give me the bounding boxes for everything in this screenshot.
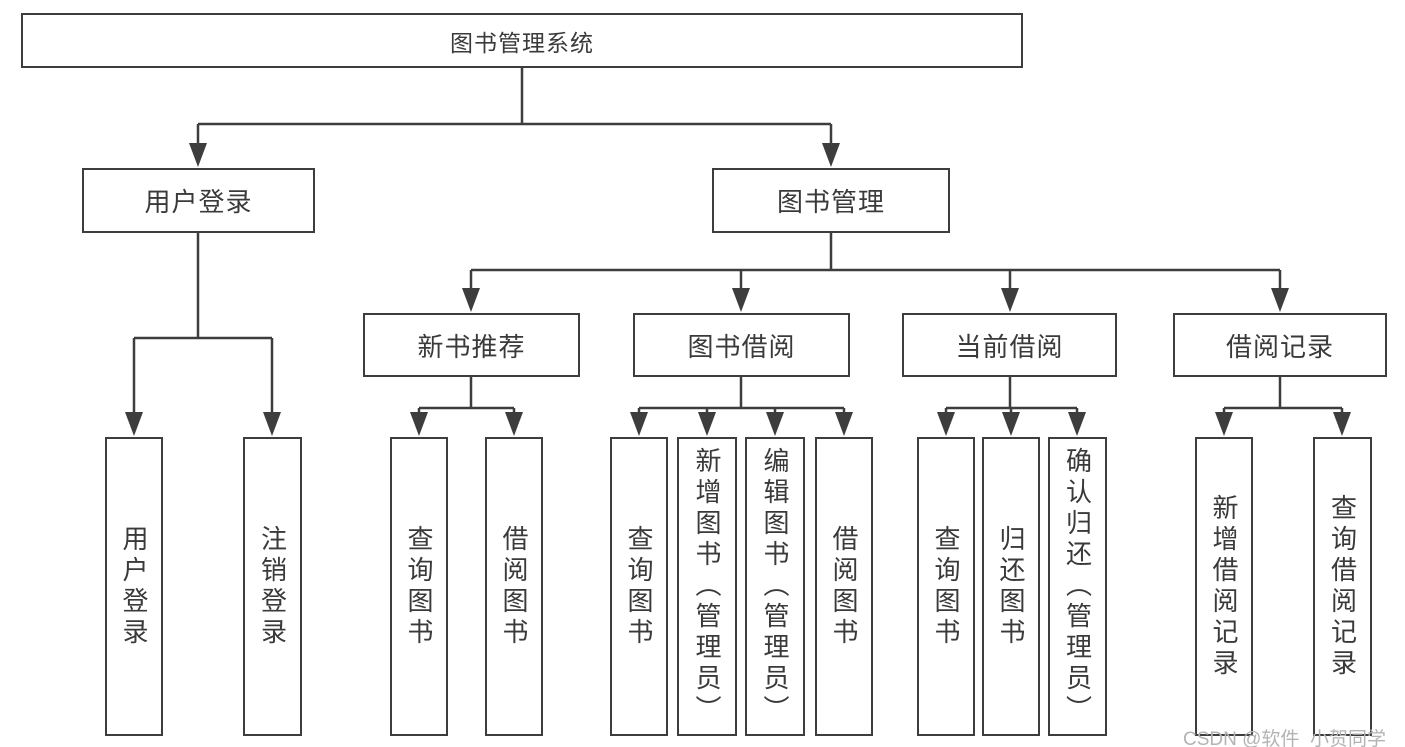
leaf-add-borrow-record: 新增借阅记录 <box>1195 437 1253 736</box>
leaf-label: 注销登录 <box>257 524 288 649</box>
watermark: CSDN @软件_小贺同学 <box>1183 729 1386 747</box>
arrowhead-icon <box>1002 412 1020 436</box>
node-label: 用户登录 <box>144 187 253 217</box>
arrowhead-icon <box>410 412 428 436</box>
leaf-query-borrow-record: 查询借阅记录 <box>1313 437 1372 736</box>
leaf-label: 确认归还（管理员） <box>1062 447 1093 726</box>
leaf-edit-books-admin: 编辑图书（管理员） <box>745 437 805 736</box>
arrowhead-icon <box>766 412 784 436</box>
node-label: 图书管理系统 <box>450 29 594 56</box>
arrowhead-icon <box>505 412 523 436</box>
node-borrow-records: 借阅记录 <box>1173 313 1387 377</box>
node-label: 图书管理 <box>776 187 885 217</box>
arrowhead-icon <box>1215 412 1233 436</box>
arrowhead-icon <box>462 288 480 312</box>
connector-current-borrow <box>944 377 1079 414</box>
node-new-book-recommend: 新书推荐 <box>363 313 580 377</box>
arrowhead-icon <box>937 412 955 436</box>
connector-borrow-records <box>1222 377 1344 414</box>
leaf-confirm-return-admin: 确认归还（管理员） <box>1048 437 1107 736</box>
arrowhead-icon <box>630 412 648 436</box>
node-label: 借阅记录 <box>1225 331 1334 362</box>
arrowhead-icon <box>822 143 840 167</box>
arrowhead-icon <box>189 143 207 167</box>
leaf-query-books-recommend: 查询图书 <box>390 437 448 736</box>
leaf-add-books-admin: 新增图书（管理员） <box>677 437 737 736</box>
leaf-borrow-books: 借阅图书 <box>815 437 873 736</box>
arrowhead-icon <box>1068 412 1086 436</box>
arrowhead-icon <box>1333 412 1351 436</box>
leaf-query-books-current: 查询图书 <box>917 437 975 736</box>
leaf-label: 编辑图书（管理员） <box>760 447 790 726</box>
leaf-label: 查询图书 <box>931 524 961 649</box>
leaf-borrow-books-recommend: 借阅图书 <box>485 437 543 736</box>
connector-new-book-recommend <box>417 377 516 414</box>
connector-book-borrow <box>637 377 846 414</box>
connector-book-management-to-level3 <box>469 232 1282 290</box>
connector-root-to-level2 <box>196 68 833 150</box>
arrowhead-icon <box>125 412 143 436</box>
leaf-label: 借阅图书 <box>499 524 529 649</box>
leaf-label: 借阅图书 <box>829 524 859 649</box>
leaf-return-books: 归还图书 <box>982 437 1040 736</box>
leaf-query-books-borrow: 查询图书 <box>610 437 668 736</box>
node-current-borrow: 当前借阅 <box>902 313 1117 377</box>
leaf-label: 查询图书 <box>624 524 654 649</box>
arrowhead-icon <box>1001 288 1019 312</box>
leaf-logout: 注销登录 <box>243 437 302 736</box>
connector-user-login-to-leaves <box>132 232 274 414</box>
node-label: 新书推荐 <box>417 331 526 362</box>
node-user-login: 用户登录 <box>82 168 315 233</box>
leaf-label: 查询图书 <box>404 524 434 649</box>
leaf-label: 新增图书（管理员） <box>692 447 722 726</box>
leaf-label: 用户登录 <box>119 524 149 649</box>
node-label: 图书借阅 <box>687 331 796 362</box>
arrowhead-icon <box>698 412 716 436</box>
node-library-system: 图书管理系统 <box>21 13 1023 68</box>
node-book-management: 图书管理 <box>712 168 950 233</box>
arrowhead-icon <box>263 412 281 436</box>
node-book-borrow: 图书借阅 <box>633 313 850 377</box>
arrowhead-icon <box>835 412 853 436</box>
leaf-label: 归还图书 <box>996 524 1026 649</box>
leaf-label: 查询借阅记录 <box>1327 493 1358 680</box>
arrowhead-icon <box>1271 288 1289 312</box>
leaf-user-login: 用户登录 <box>105 437 163 736</box>
leaf-label: 新增借阅记录 <box>1209 493 1239 680</box>
arrowhead-icon <box>732 288 750 312</box>
node-label: 当前借阅 <box>955 331 1064 362</box>
